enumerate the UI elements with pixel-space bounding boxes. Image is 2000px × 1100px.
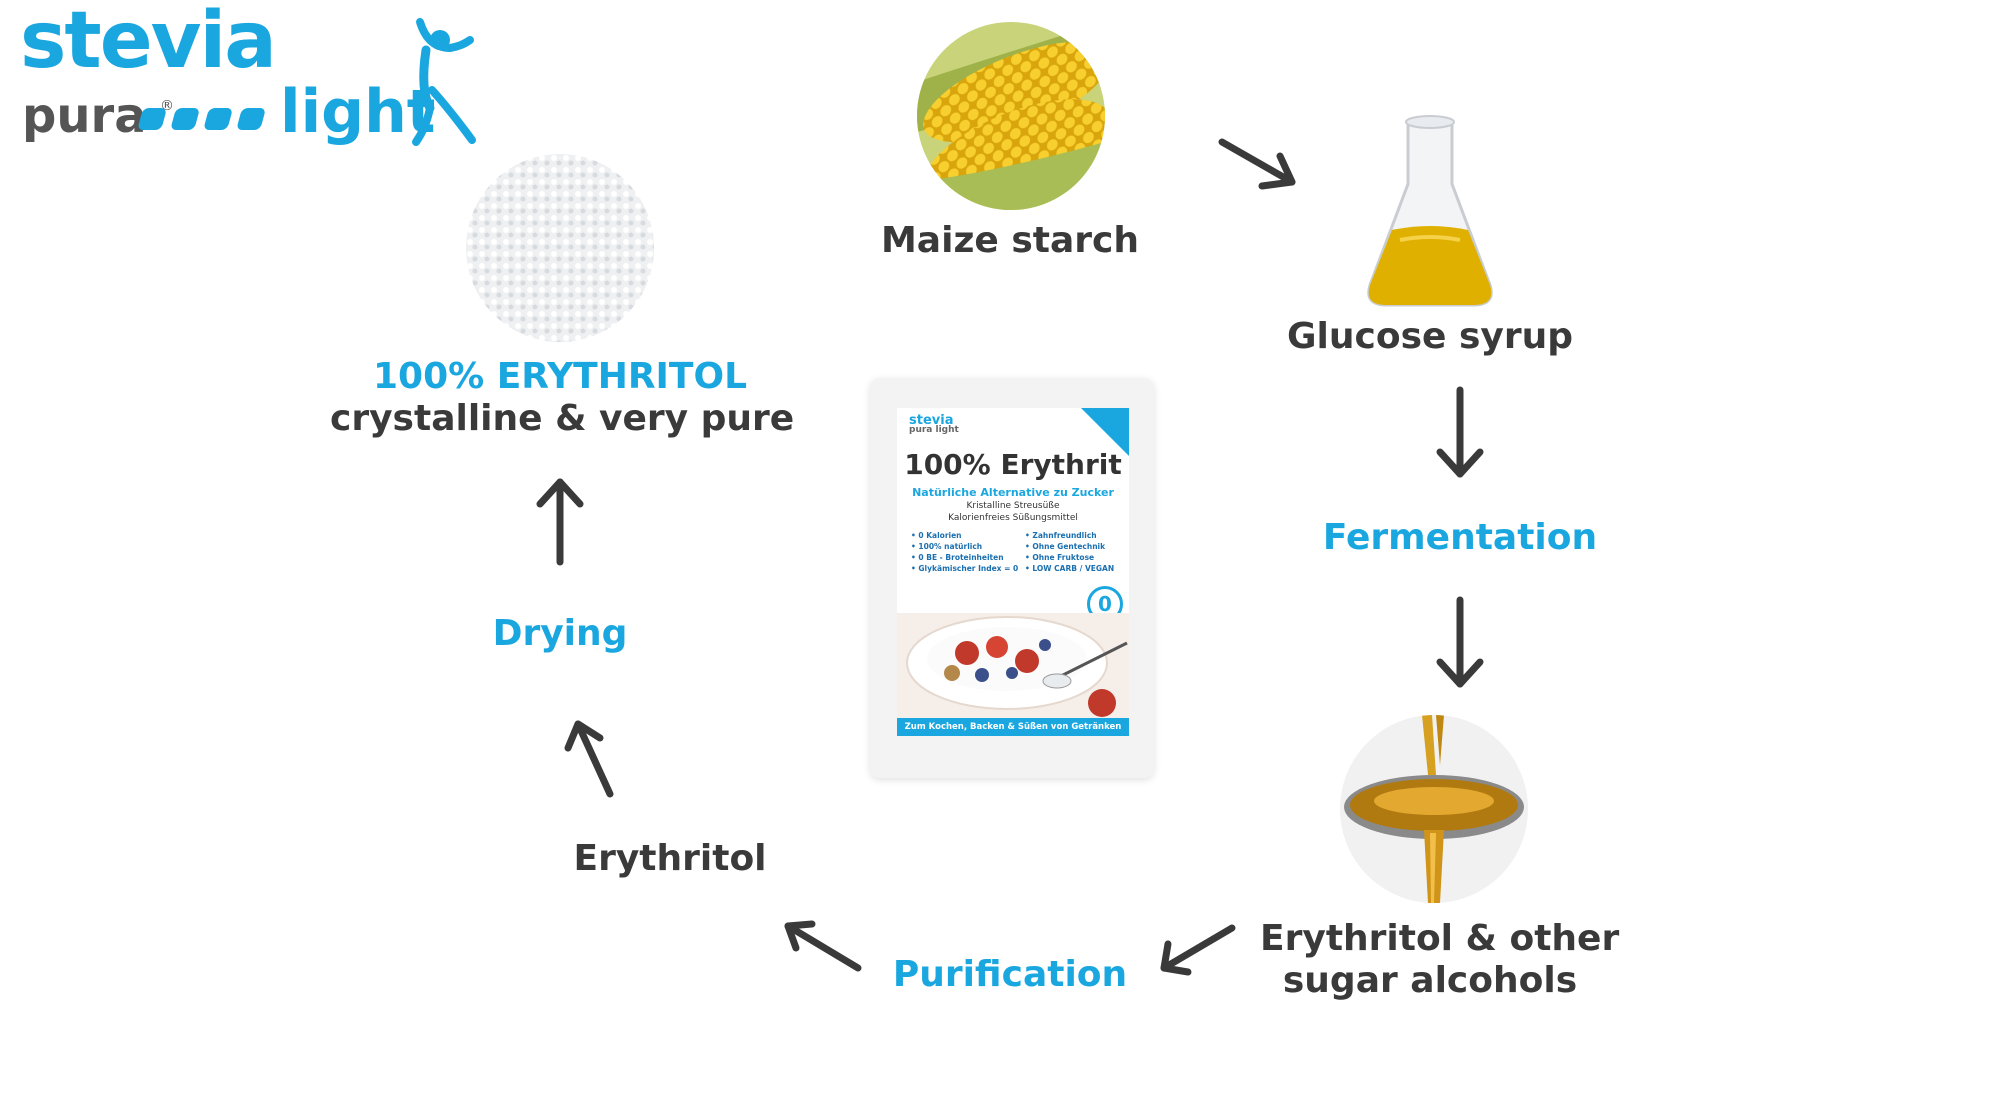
arrow-maize-to-glucose bbox=[1218, 138, 1296, 190]
erythritol-crystals-image bbox=[466, 154, 654, 342]
package-list-item: • LOW CARB / VEGAN bbox=[1025, 564, 1115, 573]
syrup-spoon-image bbox=[1340, 715, 1528, 903]
package-brand: stevia bbox=[909, 413, 954, 428]
purification-label: Purification bbox=[892, 954, 1128, 995]
package-bowl-image bbox=[897, 613, 1129, 718]
package-list-item: • Zahnfreundlich bbox=[1025, 531, 1097, 540]
package-list-left: • 0 Kalorien • 100% natürlich • 0 BE - B… bbox=[911, 530, 1018, 574]
arrow-glucose-to-fermentation bbox=[1436, 386, 1484, 478]
arrow-erythritol-to-drying bbox=[564, 720, 614, 798]
corn-image bbox=[917, 22, 1105, 210]
logo-light: light bbox=[280, 77, 436, 147]
package-front: stevia pura light 100% Erythrit Natürlic… bbox=[897, 408, 1129, 736]
fermentation-label: Fermentation bbox=[1322, 517, 1598, 558]
glucose-syrup-label: Glucose syrup bbox=[1286, 316, 1573, 357]
arrow-drying-to-final bbox=[536, 478, 584, 566]
package-list-right: • Zahnfreundlich • Ohne Gentechnik • Ohn… bbox=[1025, 530, 1114, 574]
package-line3: Kalorienfreies Süßungsmittel bbox=[948, 513, 1078, 523]
logo-registered: ® bbox=[160, 98, 174, 114]
logo-dots bbox=[138, 108, 265, 130]
package-list-item: • 100% natürlich bbox=[911, 542, 983, 551]
arrow-fermentation-to-alcohols bbox=[1436, 596, 1484, 688]
package-list-item: • Ohne Gentechnik bbox=[1025, 542, 1106, 551]
package-list-item: • 0 BE - Broteinheiten bbox=[911, 553, 1004, 562]
erythritol-other-label-line1: Erythritol & other bbox=[1260, 918, 1620, 959]
package-corner-badge bbox=[1081, 408, 1129, 456]
erythritol-label: Erythritol bbox=[573, 838, 767, 879]
arrow-purification-to-erythritol bbox=[784, 920, 862, 972]
final-product-label-line2: crystalline & very pure bbox=[330, 398, 795, 439]
arrow-alcohols-to-purification bbox=[1160, 924, 1236, 976]
package-brand-sub: pura light bbox=[909, 425, 959, 435]
erythritol-package: stevia pura light 100% Erythrit Natürlic… bbox=[870, 378, 1154, 778]
erythritol-other-label-line2: sugar alcohols bbox=[1282, 960, 1578, 1001]
package-list-item: • Ohne Fruktose bbox=[1025, 553, 1095, 562]
final-product-label-line1: 100% ERYTHRITOL bbox=[372, 356, 748, 397]
package-list-item: • 0 Kalorien bbox=[911, 531, 962, 540]
package-title: 100% Erythrit bbox=[904, 448, 1122, 481]
drying-label: Drying bbox=[492, 613, 628, 654]
logo-stevia: stevia bbox=[20, 0, 277, 86]
package-footer: Zum Kochen, Backen & Süßen von Getränken bbox=[897, 718, 1129, 736]
logo-pura: pura bbox=[22, 88, 147, 144]
package-subtitle: Natürliche Alternative zu Zucker bbox=[912, 486, 1114, 499]
maize-starch-label: Maize starch bbox=[880, 220, 1139, 261]
package-list-item: • Glykämischer Index = 0 bbox=[911, 564, 1019, 573]
package-line2: Kristalline Streusüße bbox=[966, 501, 1060, 511]
